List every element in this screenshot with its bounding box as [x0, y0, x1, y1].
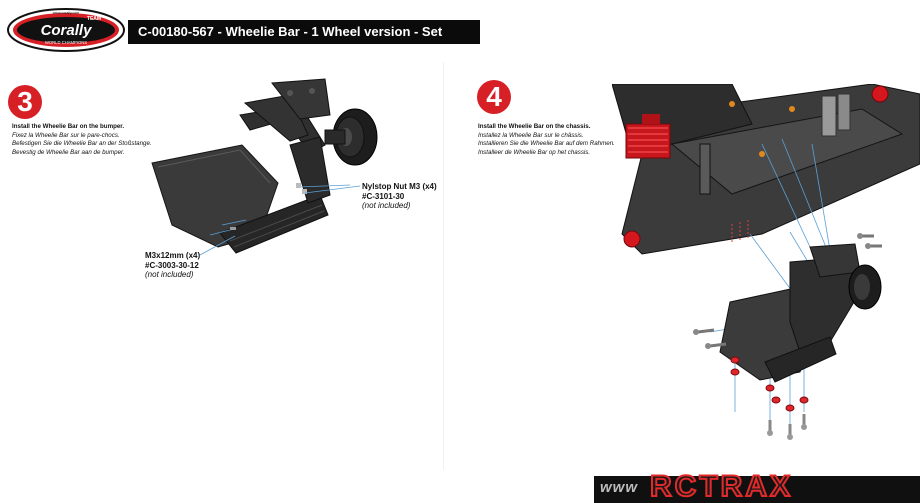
step-divider — [443, 62, 444, 472]
corally-logo: Corally TEAM WORLD CHAMPIONS www.corally… — [6, 4, 130, 54]
step-3-instructions: Install the Wheelie Bar on the bumper. F… — [12, 123, 152, 157]
document-title: C-00180-567 - Wheelie Bar - 1 Wheel vers… — [128, 20, 480, 44]
step-3-wheelie-bar-illustration — [150, 75, 390, 295]
callout-m3-screw-note: (not included) — [145, 270, 194, 279]
step-4-number: 4 — [477, 80, 511, 114]
callout-m3-screw-code: #C-3003-30-12 — [145, 260, 199, 270]
step-3-instruction-en: Install the Wheelie Bar on the bumper. — [12, 123, 125, 130]
callout-m3-screw: M3x12mm (x4) #C-3003-30-12 (not included… — [145, 251, 200, 280]
step-3-instruction-fr: Fixez la Wheelie Bar sur le pare-chocs. — [12, 131, 120, 139]
step-4-chassis-illustration — [611, 83, 920, 264]
step-4-instructions: Install the Wheelie Bar on the chassis. … — [478, 123, 615, 157]
callout-nylstop-nut-code: #C-3101-30 — [362, 191, 405, 201]
logo-team-text: TEAM — [87, 16, 101, 22]
step-4-instruction-nl: Installeer de Wheelie Bar op het chassis… — [478, 148, 591, 156]
callout-nylstop-nut-note: (not included) — [362, 201, 411, 210]
step-3-instruction-de: Befestigen Sie die Wheelie Bar an der St… — [12, 140, 152, 148]
logo-brand-text: Corally — [41, 22, 93, 39]
logo-url-text: www.corally.com — [53, 11, 80, 15]
logo-tagline-text: WORLD CHAMPIONS — [45, 40, 87, 45]
step-4-instruction-en: Install the Wheelie Bar on the chassis. — [478, 123, 591, 130]
step-3-instruction-nl: Bevestig de Wheelie Bar aan de bumper. — [12, 148, 125, 156]
callout-nylstop-nut-name: Nylstop Nut M3 (x4) — [362, 182, 437, 191]
step-3-number: 3 — [8, 85, 42, 119]
footer-www-text: www — [600, 479, 639, 496]
footer-brand-logo: RCTRAX — [649, 469, 793, 503]
step-4-instruction-fr: Installez la Wheelie Bar sur le châssis. — [478, 131, 584, 139]
step-4-exploded-wheelie-bar — [690, 231, 890, 442]
step-4-instruction-de: Installieren Sie die Wheelie Bar auf dem… — [478, 140, 615, 148]
footer-watermark-bg — [594, 476, 920, 503]
callout-nylstop-nut: Nylstop Nut M3 (x4) #C-3101-30 (not incl… — [362, 182, 437, 211]
callout-m3-screw-name: M3x12mm (x4) — [145, 251, 201, 260]
